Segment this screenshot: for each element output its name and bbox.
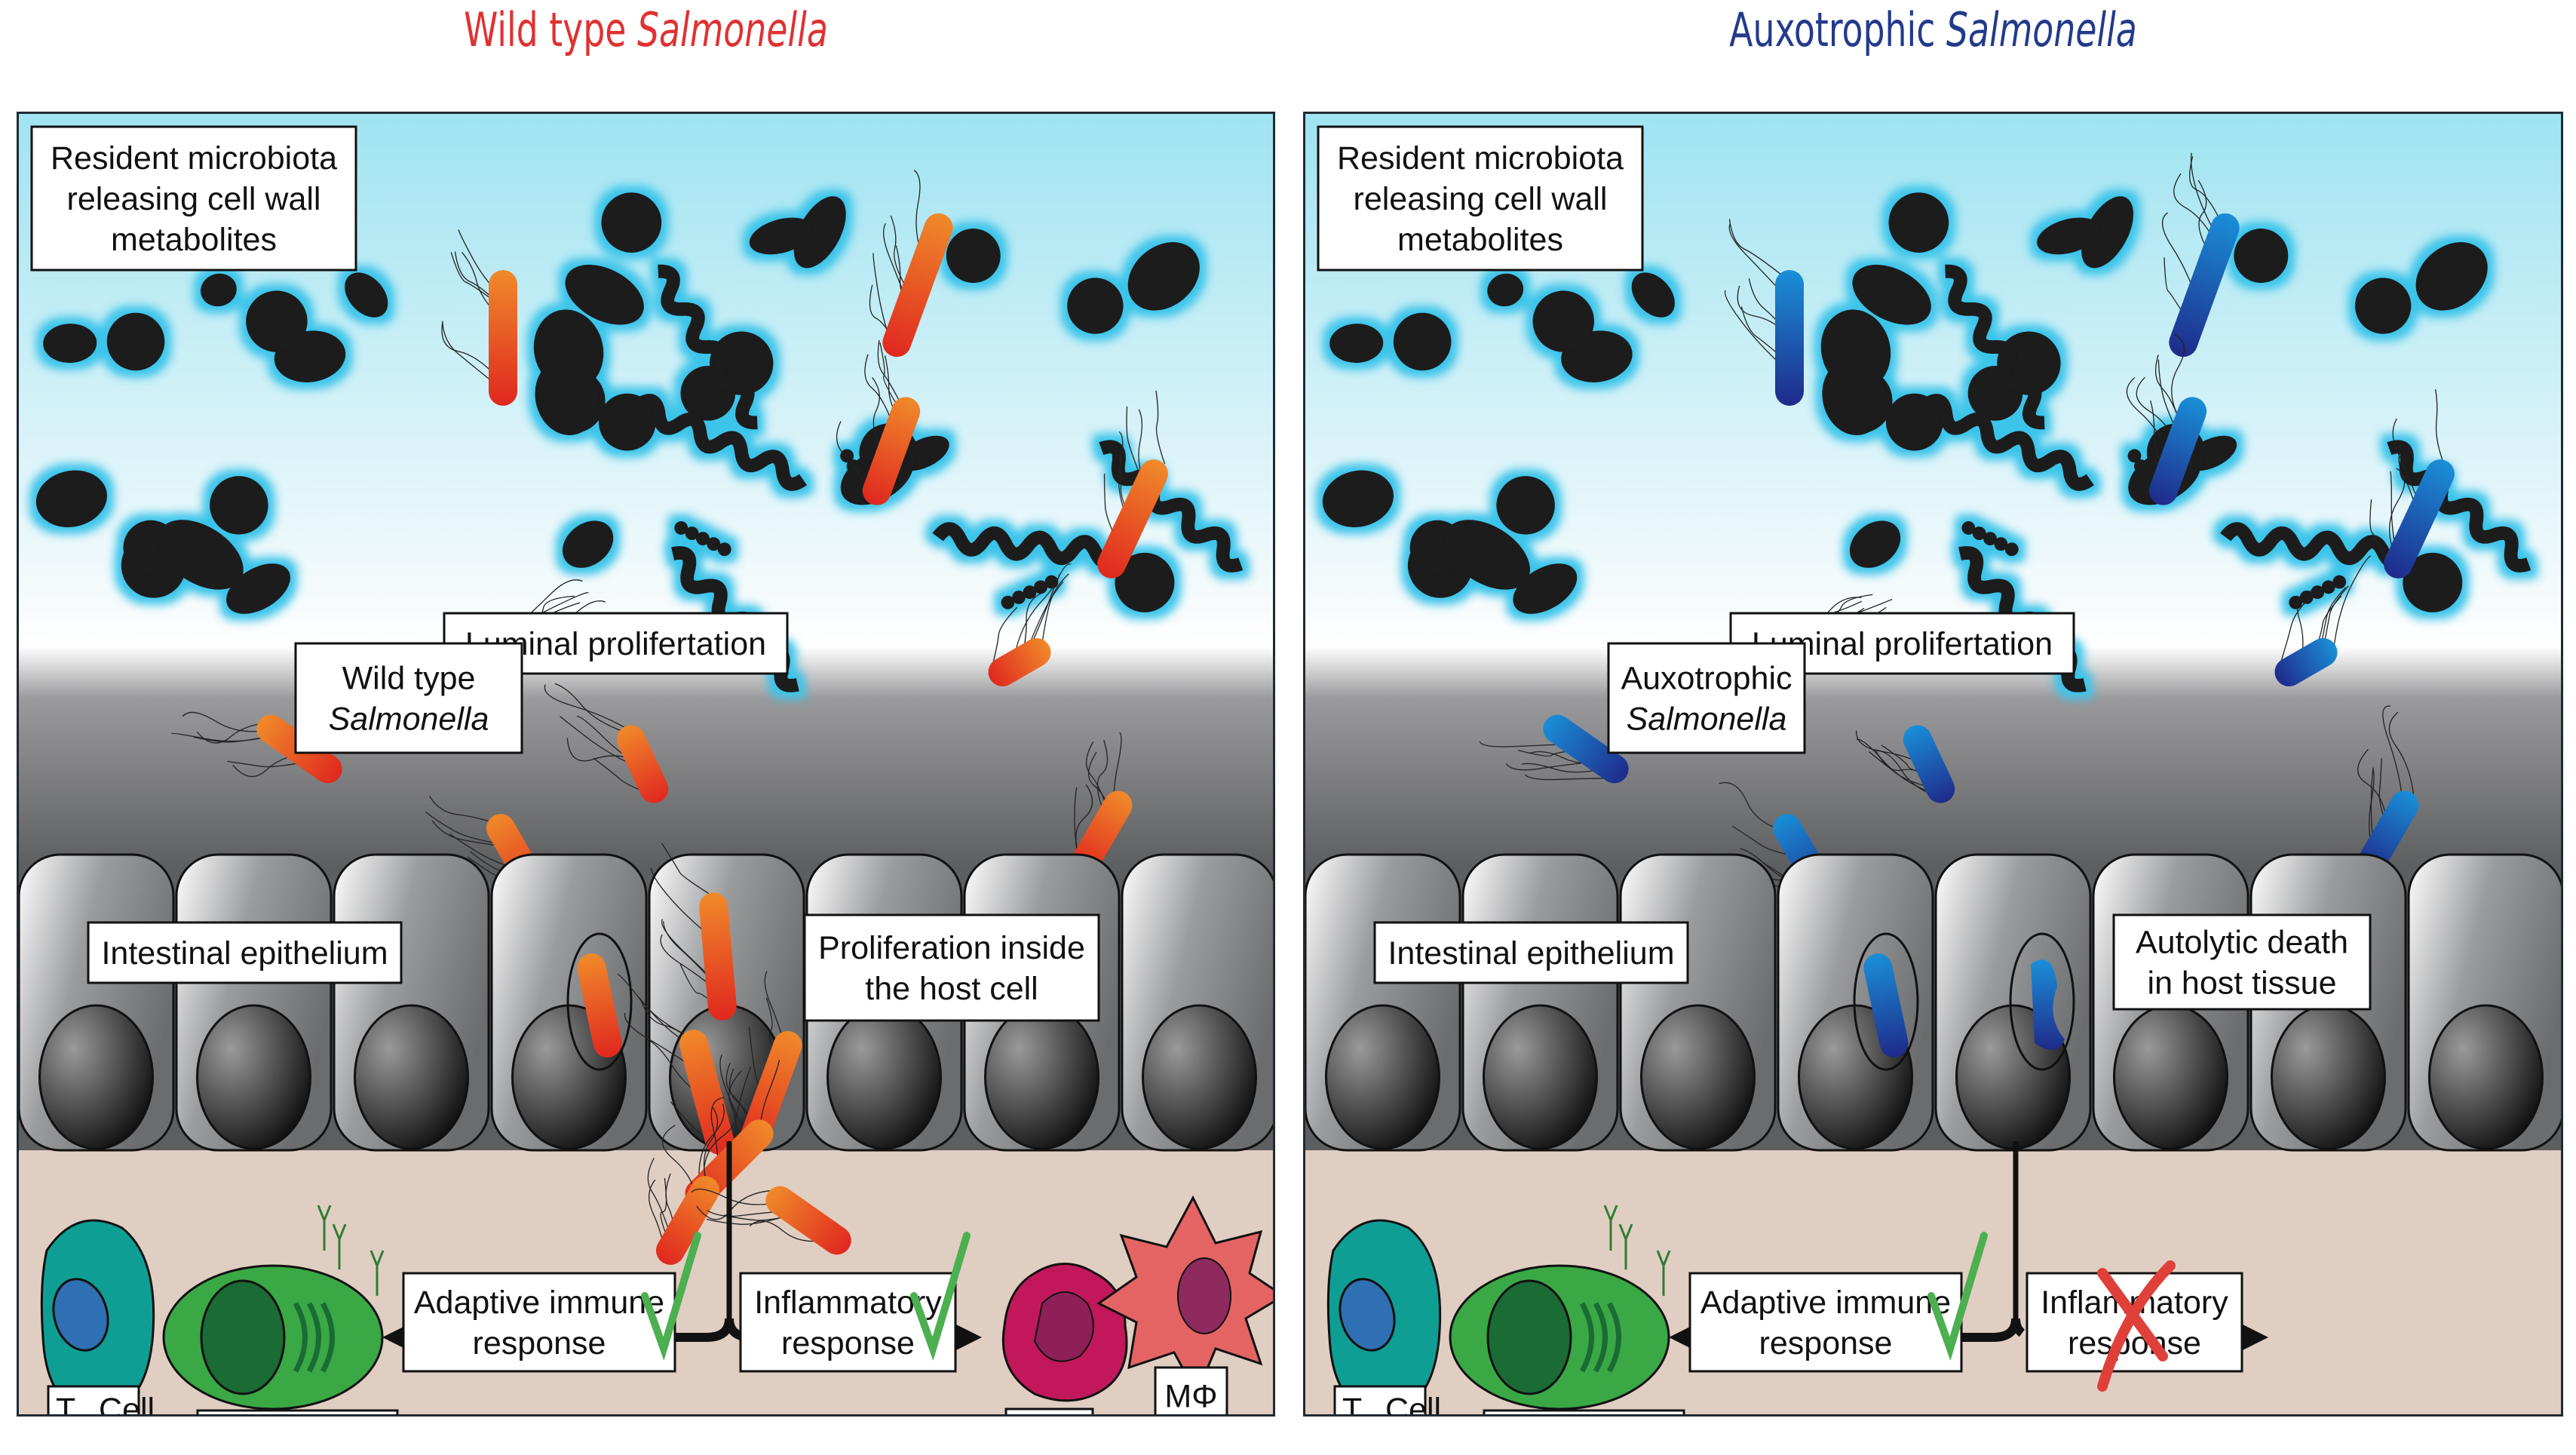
microbiota-label-text: Resident microbiota <box>1337 140 1624 177</box>
strain-label-text: Wild type <box>342 661 476 697</box>
th-cell <box>41 1220 153 1413</box>
microbiota-label-text: metabolites <box>1397 222 1563 258</box>
host-event-label: Proliferation inside the host cell <box>805 915 1099 1021</box>
adaptive-immune-response-label-text: Adaptive immune <box>414 1285 664 1321</box>
th-cell-label-text: TH Cell <box>1342 1392 1441 1417</box>
nucleus <box>828 1005 941 1149</box>
epithelial-cell <box>334 855 489 1150</box>
title-text: Auxotrophic <box>1729 2 1946 57</box>
pmn-nucleus <box>1035 1292 1093 1361</box>
coccus <box>1888 192 1949 253</box>
epithelial-cell <box>1122 855 1275 1150</box>
title-italic-text: Salmonella <box>1946 2 2137 57</box>
coccus <box>1496 476 1555 535</box>
plasma-cell <box>164 1266 382 1409</box>
title-italic-text: Salmonella <box>637 2 828 57</box>
coccus <box>107 313 165 371</box>
strain-label: AuxotrophicSalmonella <box>1608 643 1805 753</box>
inflammatory-response-label-text: response <box>781 1325 915 1361</box>
epithelium-label-text: Intestinal epithelium <box>101 935 388 972</box>
epithelial-cell <box>19 855 173 1150</box>
nucleus <box>40 1005 153 1149</box>
epithelial-cell <box>1936 855 2090 1150</box>
nucleus <box>355 1005 468 1149</box>
coccus <box>2355 278 2411 333</box>
panel-title-wild-type: Wild type Salmonella <box>130 0 1162 60</box>
epithelial-cell <box>176 855 331 1150</box>
coccus <box>246 290 308 352</box>
microbiota-label-text: metabolites <box>111 222 277 258</box>
coccus <box>1067 278 1123 333</box>
strain-label-text: Salmonella <box>1627 701 1787 738</box>
adaptive-immune-response-label-text: response <box>473 1325 606 1361</box>
bacterium-body <box>1775 270 1804 406</box>
panel-wild-type: Resident microbiota releasing cell wall me… <box>17 112 1275 1417</box>
epithelium-label: Intestinal epithelium <box>1375 922 1688 983</box>
microbiota-label-text: releasing cell wall <box>67 181 321 217</box>
coccus <box>1394 313 1452 371</box>
microbiota-label: Resident microbiota releasing cell wall me… <box>32 127 356 270</box>
nucleus <box>986 1005 1099 1149</box>
coccus <box>210 476 268 535</box>
strain-label-text: Salmonella <box>329 701 489 738</box>
panel-auxotrophic: Resident microbiota releasing cell wall me… <box>1303 112 2563 1417</box>
adaptive-immune-response-label: Adaptive immune response <box>1690 1273 1961 1371</box>
epithelial-cell <box>1305 855 1460 1150</box>
epithelial-cell <box>1463 855 1618 1150</box>
nucleus <box>198 1005 311 1149</box>
bacterium-body <box>489 270 517 406</box>
th-cell-label: TH Cell <box>1335 1386 1441 1417</box>
macrophage-nucleus <box>1178 1258 1231 1334</box>
macrophage-label: MΦ <box>1155 1368 1227 1417</box>
strain-label: Wild typeSalmonella <box>296 643 522 753</box>
th-cell <box>1328 1220 1440 1413</box>
microbiota-label: Resident microbiota releasing cell wall me… <box>1318 127 1642 270</box>
coccus <box>601 192 661 253</box>
host-event-label-text: Proliferation inside <box>818 930 1085 966</box>
microbiota-label-text: Resident microbiota <box>51 140 337 177</box>
nucleus <box>2430 1005 2543 1149</box>
pmn-neutrophil <box>1003 1264 1127 1401</box>
plasma-cell-nucleus <box>201 1281 284 1394</box>
th-cell-suffix: Cell <box>1376 1392 1441 1417</box>
epithelium-label-text: Intestinal epithelium <box>1388 935 1674 972</box>
nucleus <box>2272 1005 2385 1149</box>
nucleus <box>1642 1005 1755 1149</box>
epithelial-cell <box>1621 855 1775 1150</box>
title-text: Wild type <box>464 2 637 57</box>
plasma-cell-nucleus <box>1488 1281 1571 1394</box>
plasma-cell <box>1450 1266 1669 1409</box>
host-event-label: Autolytic death in host tissue <box>2114 915 2370 1009</box>
nucleus <box>1326 1005 1440 1149</box>
strain-label-text: Auxotrophic <box>1621 661 1792 697</box>
coccus <box>946 229 1001 283</box>
adaptive-immune-response-label: Adaptive immune response <box>403 1273 675 1371</box>
microbiota-label-text: releasing cell wall <box>1354 181 1608 217</box>
inflammatory-response-label-text: response <box>2068 1325 2201 1361</box>
macrophage-label-text: MΦ <box>1164 1379 1217 1415</box>
panel-title-auxotrophic: Auxotrophic Salmonella <box>1416 0 2449 60</box>
nucleus <box>1143 1005 1256 1149</box>
adaptive-immune-response-label-text: response <box>1759 1325 1893 1361</box>
coccus <box>2234 229 2288 283</box>
th-cell-label: TH Cell <box>48 1386 155 1417</box>
nucleus <box>2114 1005 2228 1149</box>
host-event-label-text: Autolytic death <box>2136 925 2348 961</box>
th-cell-suffix: Cell <box>90 1392 155 1417</box>
coccus <box>1532 290 1594 352</box>
epithelial-cell <box>2409 855 2563 1150</box>
th-cell-label-text: TH Cell <box>56 1392 155 1417</box>
adaptive-immune-response-label-text: Adaptive immune <box>1700 1285 1951 1321</box>
epithelium-label: Intestinal epithelium <box>88 922 401 983</box>
nucleus <box>1484 1005 1597 1149</box>
host-event-label-text: the host cell <box>865 971 1038 1007</box>
host-event-label-text: in host tissue <box>2148 965 2337 1002</box>
